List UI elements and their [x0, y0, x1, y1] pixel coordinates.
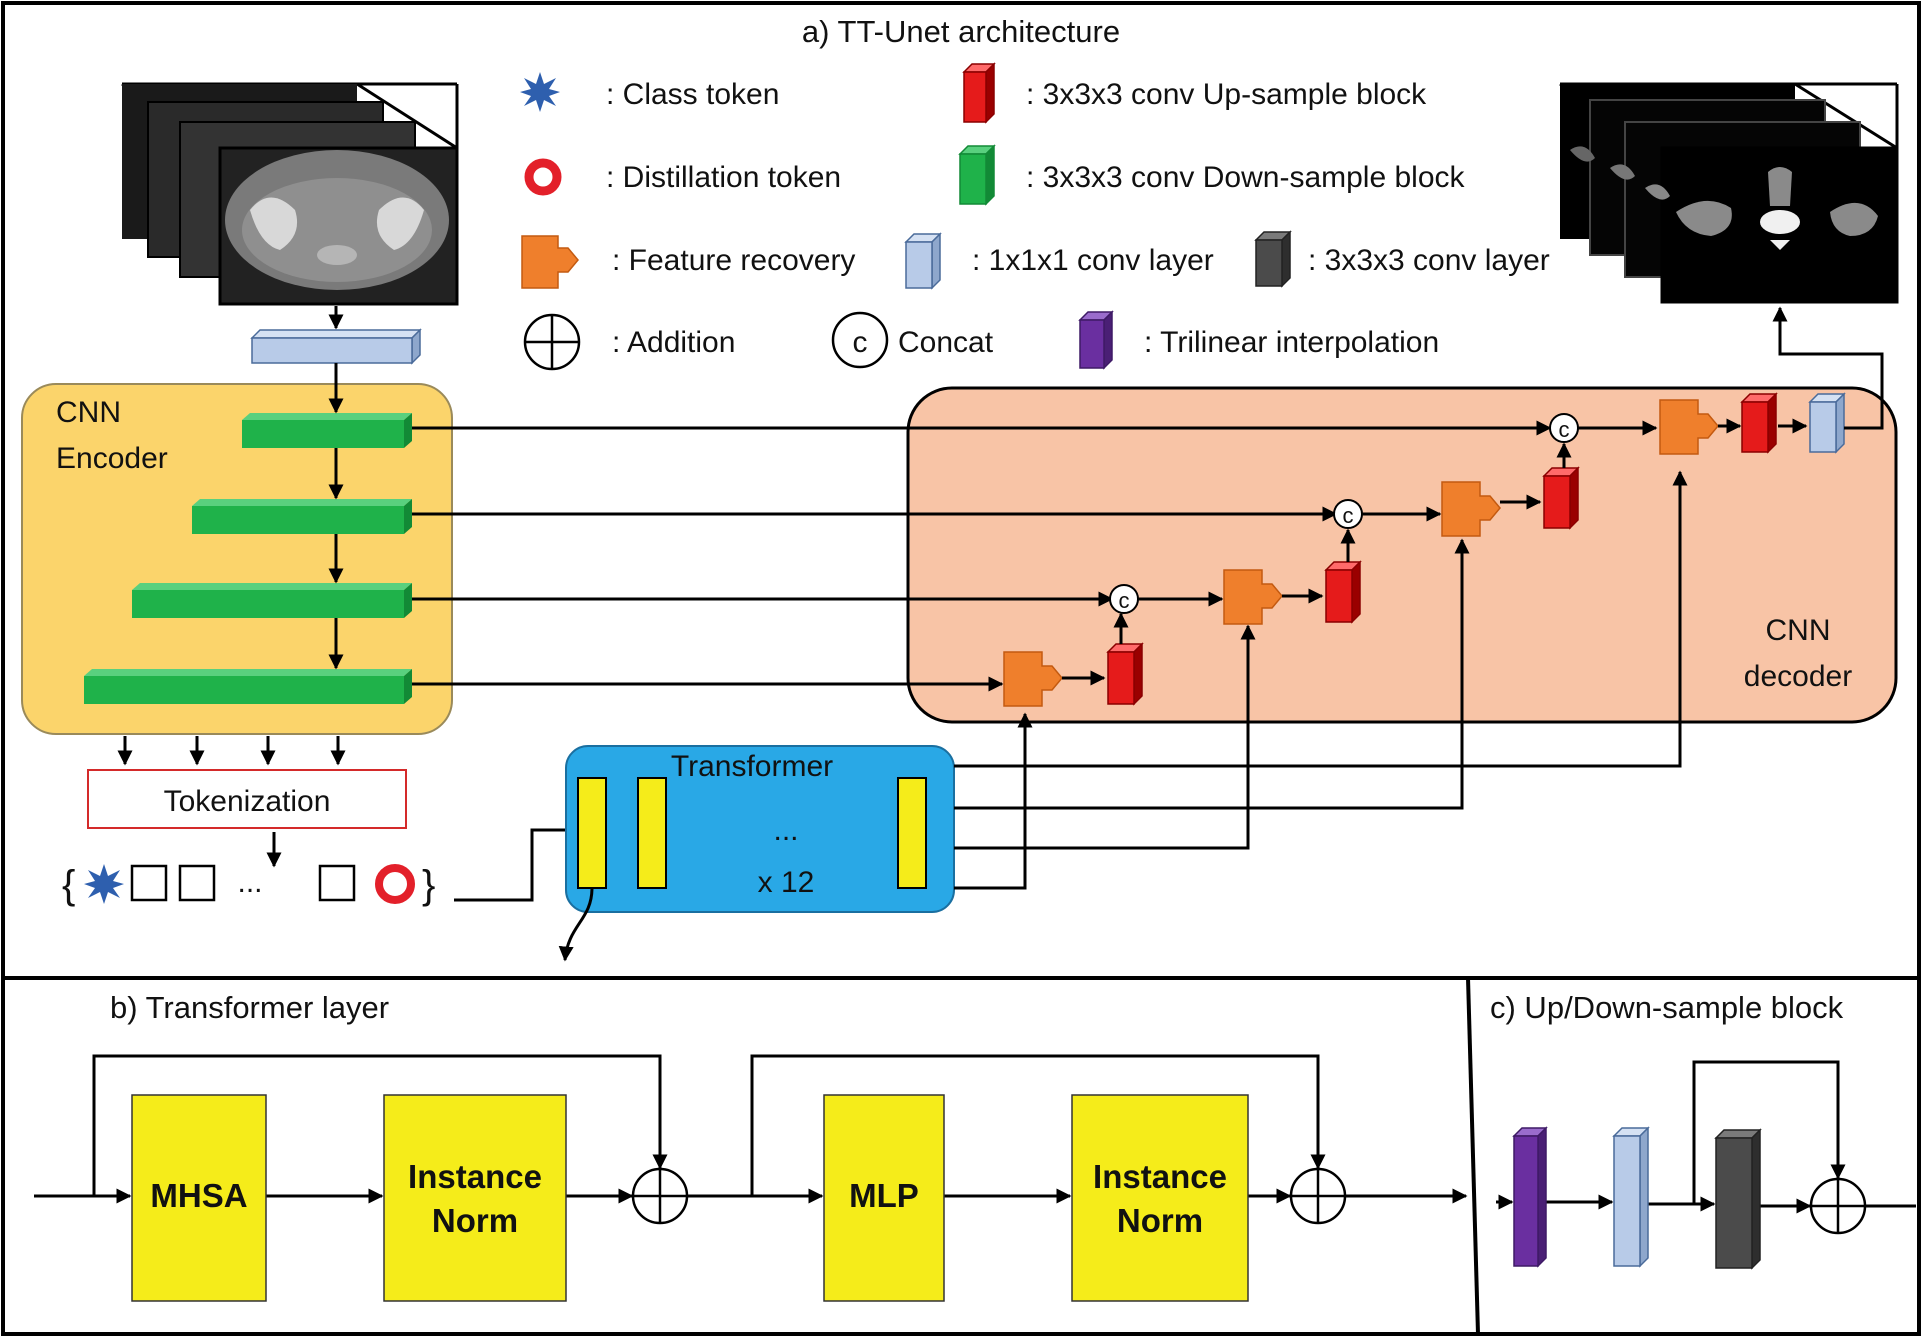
feature-recovery-3	[1441, 481, 1501, 537]
mhsa-block	[131, 1094, 267, 1302]
legend-addition-icon	[523, 313, 581, 371]
trilinear-layer	[1512, 1126, 1548, 1268]
patch-token-last	[318, 864, 356, 902]
encoder-block-4	[84, 669, 412, 704]
transformer-layer-flow	[34, 1054, 1468, 1204]
tokenization-box	[87, 769, 407, 829]
final-conv1x1	[1808, 392, 1846, 454]
legend-distillation-token: : Distillation token	[606, 161, 841, 194]
legend-upsample-icon	[962, 62, 996, 124]
legend-trilinear: : Trilinear interpolation	[1144, 326, 1439, 359]
legend-downsample-icon	[958, 144, 996, 206]
patch-token-1	[130, 864, 168, 902]
mlp-block	[823, 1094, 945, 1302]
input-conv-bar	[250, 328, 422, 365]
transformer-layer-2	[637, 777, 667, 889]
transformer-layer-12	[897, 777, 927, 889]
legend-class-token-icon	[520, 72, 560, 112]
legend-distillation-token-icon	[524, 158, 562, 196]
token-open-brace: {	[62, 863, 75, 907]
legend-downsample: : 3x3x3 conv Down-sample block	[1026, 161, 1466, 194]
panel-c-title: c) Up/Down-sample block	[1490, 990, 1844, 1025]
encoder-block-1	[242, 413, 412, 448]
skip-connections	[412, 420, 1552, 692]
transformer-layer-1	[577, 777, 607, 889]
legend-trilinear-icon	[1078, 310, 1114, 370]
addition-node-2	[1289, 1167, 1347, 1225]
upsample-block-1	[1106, 642, 1144, 706]
legend-feature-recovery: : Feature recovery	[612, 244, 855, 277]
output-segmentation-stack	[1559, 82, 1899, 304]
encoder-block-3	[132, 583, 412, 618]
transformer-title: Transformer	[671, 750, 833, 783]
concat-node-2-label: c	[1343, 503, 1354, 528]
transformer-outputs	[954, 470, 1688, 890]
distillation-token-icon	[375, 864, 415, 904]
panel-a-title: a) TT-Unet architecture	[802, 14, 1120, 49]
legend-conv3: : 3x3x3 conv layer	[1308, 244, 1550, 277]
instance-norm-block-2	[1071, 1094, 1249, 1302]
norm1-label-line2: Norm	[432, 1202, 518, 1239]
legend-conv1: : 1x1x1 conv layer	[972, 244, 1214, 277]
concat-node-3-label: c	[1559, 417, 1570, 442]
conv1x1-layer	[1612, 1126, 1650, 1268]
feature-recovery-1	[1003, 651, 1063, 707]
input-ct-stack	[121, 82, 459, 306]
patch-token-2	[178, 864, 216, 902]
tokenization-label: Tokenization	[164, 785, 331, 818]
token-close-brace: }	[422, 863, 435, 907]
panel-b-title: b) Transformer layer	[110, 990, 389, 1025]
up-down-block-flow	[1496, 1060, 1916, 1214]
transformer-detail-arrow	[558, 887, 594, 962]
legend-concat: Concat	[898, 326, 994, 359]
addition-node-3	[1809, 1177, 1867, 1235]
legend-conv1-icon	[904, 232, 942, 290]
cnn-decoder-box	[906, 386, 1898, 724]
mhsa-label: MHSA	[150, 1177, 247, 1214]
token-ellipsis: ...	[237, 866, 262, 899]
legend-concat-icon	[831, 311, 889, 369]
cnn-encoder-box	[21, 383, 453, 735]
tokens-to-transformer-line	[454, 828, 568, 902]
tokenization-arrows	[117, 736, 346, 766]
feature-recovery-2	[1223, 569, 1283, 625]
norm2-label-line2: Norm	[1117, 1202, 1203, 1239]
upsample-block-2	[1324, 560, 1362, 624]
norm2-label-line1: Instance	[1093, 1158, 1227, 1195]
upsample-block-3	[1542, 466, 1580, 530]
output-arrow	[1772, 306, 1884, 430]
legend-class-token: : Class token	[606, 78, 779, 111]
class-token-icon	[84, 864, 124, 904]
legend-conv3-icon	[1254, 230, 1292, 288]
norm1-label-line1: Instance	[408, 1158, 542, 1195]
encoder-label-line1: CNN	[56, 396, 121, 429]
encoder-label-line2: Encoder	[56, 442, 168, 475]
transformer-ellipsis: ...	[773, 814, 798, 847]
transformer-repeat: x 12	[758, 866, 815, 899]
mlp-label: MLP	[849, 1177, 919, 1214]
conv3x3-layer	[1714, 1128, 1762, 1270]
upsample-block-4	[1740, 392, 1778, 454]
feature-recovery-4	[1659, 399, 1719, 455]
legend-addition: : Addition	[612, 326, 735, 359]
decoder-label-line2: decoder	[1744, 660, 1852, 693]
legend-upsample: : 3x3x3 conv Up-sample block	[1026, 78, 1427, 111]
legend-feature-recovery-icon	[521, 235, 579, 289]
legend-concat-symbol: c	[853, 326, 868, 359]
encoder-block-2	[192, 499, 412, 534]
instance-norm-block-1	[383, 1094, 567, 1302]
addition-node-1	[631, 1167, 689, 1225]
decoder-label-line1: CNN	[1766, 614, 1831, 647]
panel-divider-vertical	[1466, 977, 1480, 1335]
concat-node-1-label: c	[1119, 588, 1130, 613]
